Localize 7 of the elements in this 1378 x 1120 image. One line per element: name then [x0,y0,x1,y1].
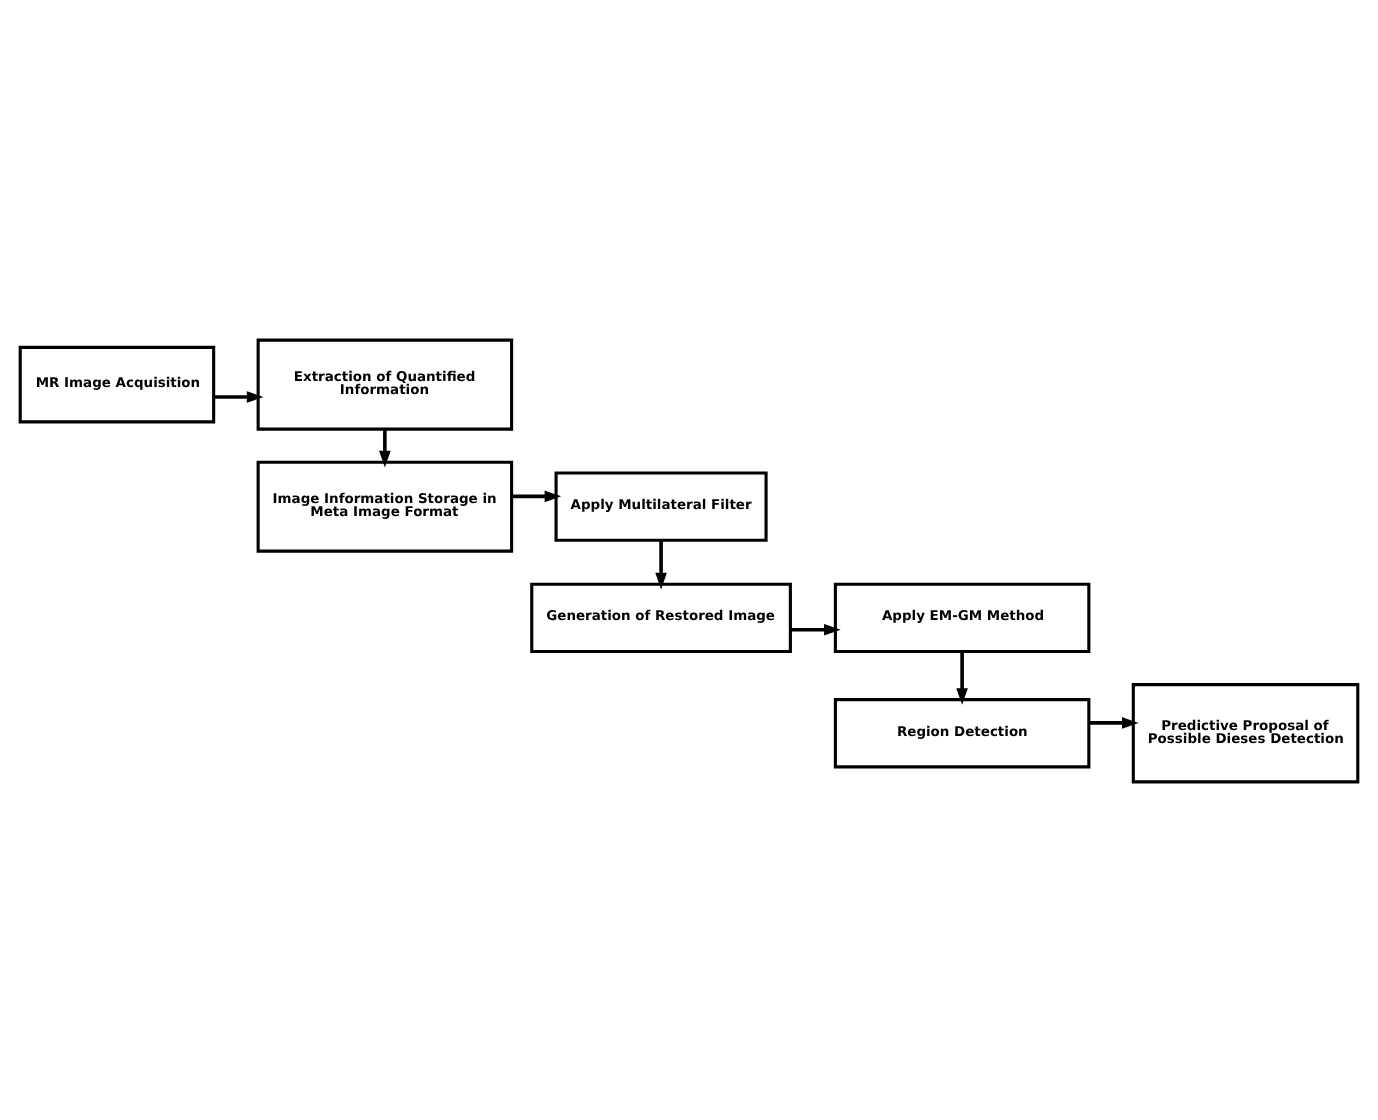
arrow [213,390,264,402]
arrow [655,539,667,589]
arrow [511,489,562,502]
arrow [1088,716,1139,728]
arrow [956,650,968,704]
arrow [790,622,841,635]
arrow [379,428,391,467]
